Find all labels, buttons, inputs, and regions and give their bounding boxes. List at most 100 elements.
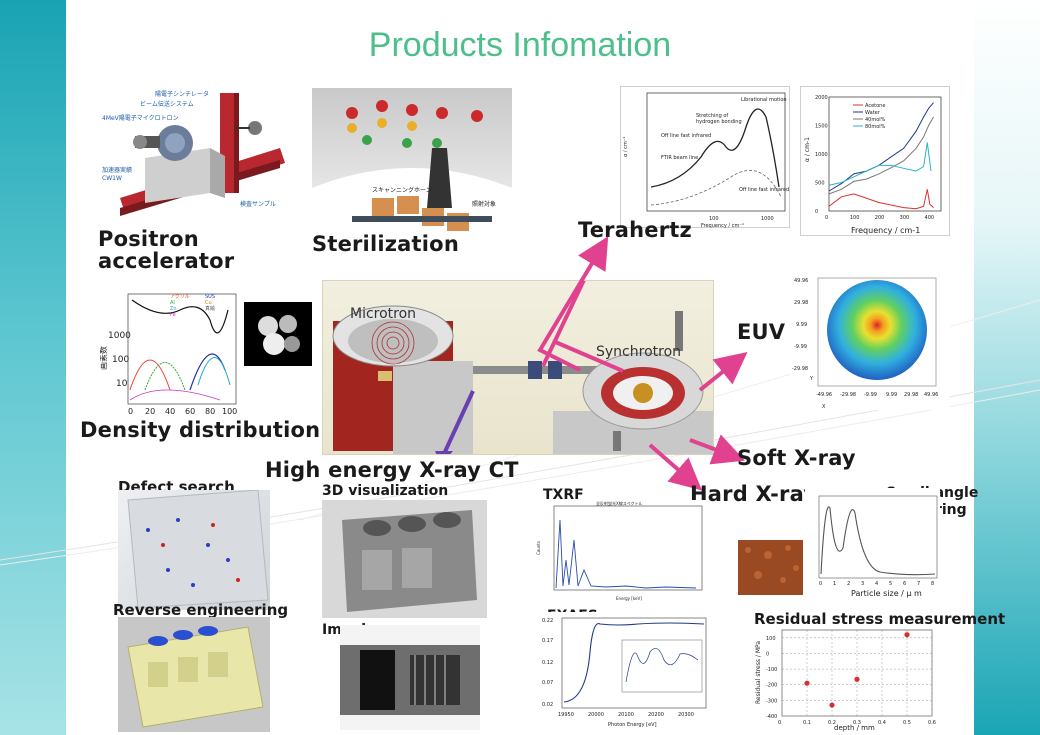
reverse-engineering-label: Reverse engineering bbox=[113, 601, 289, 619]
absorption-xtick: 0 bbox=[825, 215, 828, 221]
absorption-xtick: 200 bbox=[875, 215, 885, 221]
residual-ylabel: Residual stress / MPa bbox=[755, 641, 762, 704]
svg-text:9.99: 9.99 bbox=[796, 322, 807, 328]
residual-point bbox=[904, 632, 910, 638]
svg-text:-49.96: -49.96 bbox=[816, 392, 832, 398]
svg-text:Fe: Fe bbox=[170, 312, 176, 318]
svg-text:照射対象: 照射対象 bbox=[472, 200, 496, 208]
defect-search-image bbox=[118, 490, 270, 610]
svg-text:6: 6 bbox=[903, 581, 906, 587]
sterilization-label: Sterilization bbox=[312, 232, 459, 256]
absorption-xtick: 300 bbox=[900, 215, 910, 221]
absorption-xtick: 400 bbox=[925, 215, 935, 221]
svg-text:5: 5 bbox=[889, 581, 892, 587]
svg-text:0.12: 0.12 bbox=[542, 660, 553, 666]
positron-accelerator-label: Positron accelerator bbox=[98, 228, 234, 272]
euv-label: EUV bbox=[737, 320, 786, 344]
svg-text:7: 7 bbox=[917, 581, 920, 587]
ct-slice-image bbox=[244, 302, 312, 366]
svg-text:Off line fast infrared: Off line fast infrared bbox=[661, 133, 711, 139]
svg-text:Stretching of: Stretching of bbox=[696, 113, 728, 119]
svg-text:アクリル: アクリル bbox=[170, 294, 190, 300]
svg-text:0.02: 0.02 bbox=[542, 702, 553, 708]
absorption-series-2 bbox=[828, 116, 934, 195]
svg-text:8: 8 bbox=[931, 581, 934, 587]
svg-text:CW1W: CW1W bbox=[102, 175, 122, 182]
svg-text:FTIR beam line: FTIR beam line bbox=[661, 155, 698, 161]
svg-text:画素数: 画素数 bbox=[100, 346, 108, 370]
svg-text:100: 100 bbox=[222, 407, 237, 416]
positron-label-line2: accelerator bbox=[98, 249, 235, 273]
residual-xlabel: depth / mm bbox=[834, 724, 875, 732]
svg-text:3: 3 bbox=[861, 581, 864, 587]
saxs-xlabel: Particle size / μ m bbox=[851, 589, 922, 598]
svg-text:60: 60 bbox=[185, 407, 195, 416]
svg-text:29.98: 29.98 bbox=[794, 300, 808, 306]
svg-text:0: 0 bbox=[819, 581, 822, 587]
absorption-xtick: 100 bbox=[850, 215, 860, 221]
right-teal-band bbox=[974, 0, 1040, 735]
absorption-legend-entry: 40mol% bbox=[865, 117, 886, 123]
absorption-legend-entry: 80mol% bbox=[865, 124, 886, 130]
svg-text:20200: 20200 bbox=[648, 712, 664, 718]
svg-text:29.98: 29.98 bbox=[904, 392, 918, 398]
svg-text:1000: 1000 bbox=[761, 216, 774, 222]
svg-text:加速器実績: 加速器実績 bbox=[102, 166, 132, 174]
svg-text:検査サンプル: 検査サンプル bbox=[240, 200, 276, 208]
absorption-ylabel: α / cm-1 bbox=[804, 137, 811, 162]
svg-text:陽電子シンチレータ: 陽電子シンチレータ bbox=[155, 90, 209, 98]
svg-text:-29.98: -29.98 bbox=[840, 392, 856, 398]
svg-text:X: X bbox=[822, 404, 826, 410]
absorption-ytick: 1000 bbox=[815, 152, 828, 158]
svg-text:α / cm⁻¹: α / cm⁻¹ bbox=[623, 137, 629, 157]
exafs-xlabel: Photon Energy [eV] bbox=[608, 722, 657, 728]
svg-text:2: 2 bbox=[847, 581, 850, 587]
absorption-series-3 bbox=[828, 142, 932, 186]
absorption-legend-entry: Acetone bbox=[865, 103, 885, 109]
svg-text:0.17: 0.17 bbox=[542, 638, 553, 644]
absorption-series-1 bbox=[828, 102, 934, 192]
txrf-xlabel: Energy [keV] bbox=[616, 596, 642, 601]
3d-visualization-label: 3D visualization bbox=[322, 483, 449, 499]
positron-label-line1: Positron bbox=[98, 227, 199, 251]
residual-ytick: -400 bbox=[766, 714, 777, 720]
svg-text:スキャンニングホーン: スキャンニングホーン bbox=[372, 186, 432, 194]
residual-ytick: -100 bbox=[766, 667, 777, 673]
imaging-xray-image bbox=[340, 625, 480, 730]
soft-xray-label: Soft X-ray bbox=[737, 446, 856, 470]
svg-text:0.22: 0.22 bbox=[542, 618, 553, 624]
svg-text:Y: Y bbox=[809, 376, 814, 382]
high-energy-ct-label: High energy X-ray CT bbox=[265, 458, 519, 482]
svg-text:1000: 1000 bbox=[108, 331, 131, 341]
svg-text:ビーム伝送システム: ビーム伝送システム bbox=[140, 100, 194, 108]
residual-point bbox=[804, 680, 810, 686]
residual-ytick: -300 bbox=[766, 698, 777, 704]
residual-ytick: -200 bbox=[766, 683, 777, 689]
svg-text:Off line fast infrared: Off line fast infrared bbox=[739, 187, 789, 193]
svg-text:100: 100 bbox=[112, 355, 129, 365]
residual-ytick: 100 bbox=[766, 636, 776, 642]
svg-text:-9.99: -9.99 bbox=[864, 392, 877, 398]
svg-text:Librational motion: Librational motion bbox=[741, 97, 787, 103]
svg-text:49.96: 49.96 bbox=[794, 278, 808, 284]
txrf-chart: 全反射蛍光X線スペクトル Energy [keV] Counts bbox=[536, 500, 706, 605]
absorption-ytick: 1500 bbox=[815, 124, 828, 130]
absorption-ytick: 2000 bbox=[815, 95, 828, 101]
svg-text:80: 80 bbox=[205, 407, 215, 416]
residual-point bbox=[854, 676, 860, 682]
svg-text:20100: 20100 bbox=[618, 712, 634, 718]
svg-text:SUS: SUS bbox=[205, 294, 215, 300]
svg-text:0.07: 0.07 bbox=[542, 680, 553, 686]
reverse-engineering-image bbox=[118, 617, 270, 732]
residual-xtick: 0.2 bbox=[828, 720, 836, 726]
density-distribution-label: Density distribution bbox=[80, 418, 321, 442]
svg-text:9.99: 9.99 bbox=[886, 392, 897, 398]
svg-text:Zn: Zn bbox=[170, 306, 177, 312]
terahertz-chart: Librational motion Stretching of hydroge… bbox=[620, 86, 790, 229]
svg-text:Al: Al bbox=[170, 300, 175, 306]
